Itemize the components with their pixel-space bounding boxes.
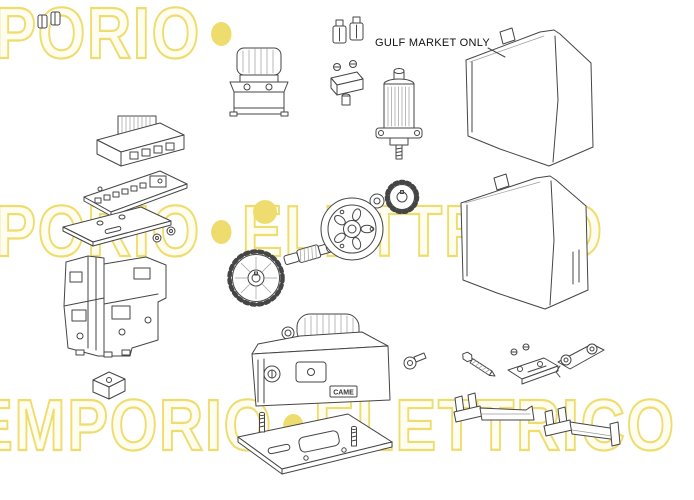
part-lag-screw	[462, 351, 496, 377]
came-logo: CAME	[333, 390, 354, 397]
part-retaining-clips	[37, 11, 61, 29]
part-mounting-plate	[62, 206, 176, 247]
part-key-plate	[507, 343, 559, 385]
watermark-row: EMPORIO	[0, 0, 242, 74]
part-pulley	[320, 193, 385, 261]
part-cam-key	[403, 352, 427, 370]
part-release-bracket	[92, 371, 126, 400]
part-transformer	[229, 47, 289, 117]
part-motor	[375, 68, 423, 160]
part-gearmotor-unit: CAME	[251, 313, 391, 407]
gulf-leader-line	[487, 47, 506, 58]
part-bracket-left	[453, 392, 535, 423]
part-fuse-clips	[332, 16, 364, 44]
part-chain-tensioner	[555, 343, 605, 378]
watermark-word: EMPORIO	[0, 0, 201, 74]
watermark-word: EMPORIO	[0, 386, 273, 466]
part-capacitor-bracket	[330, 60, 364, 106]
part-cover-standard	[460, 173, 589, 310]
watermark-dot-icon	[211, 22, 232, 46]
watermark-dot-icon	[211, 220, 232, 244]
part-circuit-board	[83, 170, 188, 217]
part-cover-gulf-market	[465, 27, 594, 167]
gulf-market-label: GULF MARKET ONLY	[375, 37, 491, 49]
watermark-dot-icon	[253, 200, 277, 224]
part-control-board	[96, 115, 185, 167]
part-base-plate	[237, 411, 393, 475]
part-bracket-right	[543, 406, 621, 447]
part-chassis-frame	[63, 255, 167, 358]
part-spur-gear	[227, 249, 285, 307]
part-pinion-gear	[384, 179, 420, 215]
